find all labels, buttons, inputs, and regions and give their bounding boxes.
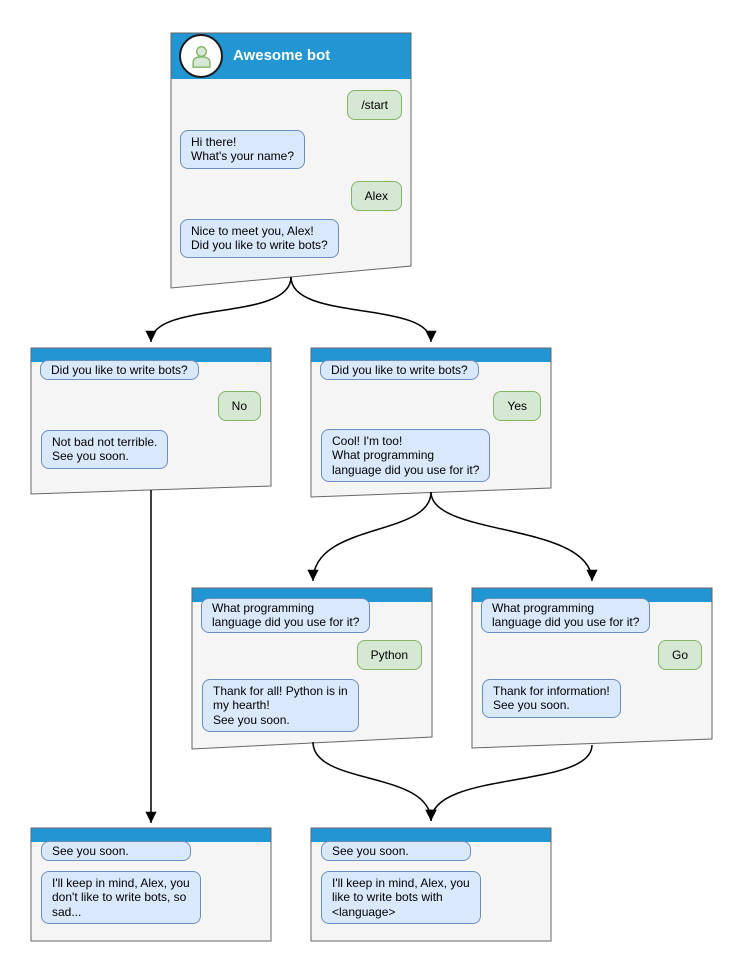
message-bubble-yes-reply: Cool! I'm too! What programming language… [321,429,491,483]
bot-avatar [179,34,223,78]
window-title: Awesome bot [233,47,331,64]
arrow-yes-to-python [307,491,432,582]
arrow-root-to-no [145,276,292,343]
message-bubble-root-question: Nice to meet you, Alex! Did you like to … [180,219,339,258]
arrow-yes-to-go [430,491,598,582]
message-bubble-no-reply: Not bad not terrible. See you soon. [41,430,169,469]
message-bubble-go-answer: Go [657,640,702,671]
arrow-python-to-end [312,741,437,822]
person-icon [191,45,211,68]
message-bubble-end-no-question: See you soon. [41,841,191,862]
message-bubble-yes-question: Did you like to write bots? [320,360,479,381]
message-bubble-end-no-reply: I'll keep in mind, Alex, you don't like … [41,871,201,925]
message-bubble-python-question: What programming language did you use fo… [201,598,371,633]
arrow-go-to-end [425,744,593,822]
message-bubble-end-yes-question: See you soon. [321,841,471,862]
message-bubble-end-yes-reply: I'll keep in mind, Alex, you like to wri… [321,871,481,925]
message-bubble-yes-answer: Yes [493,391,541,422]
message-bubble-greeting: Hi there! What's your name? [180,130,306,169]
message-bubble-go-question: What programming language did you use fo… [481,598,651,633]
arrow-root-to-yes [290,276,437,343]
message-bubble-start-command: /start [347,90,402,121]
message-bubble-no-answer: No [217,391,261,422]
message-bubble-go-reply: Thank for information! See you soon. [482,679,621,718]
message-bubble-python-answer: Python [356,640,422,671]
message-bubble-python-reply: Thank for all! Python is in my hearth! S… [202,679,359,733]
message-bubble-name-reply: Alex [350,181,402,212]
message-bubble-no-question: Did you like to write bots? [40,360,199,381]
